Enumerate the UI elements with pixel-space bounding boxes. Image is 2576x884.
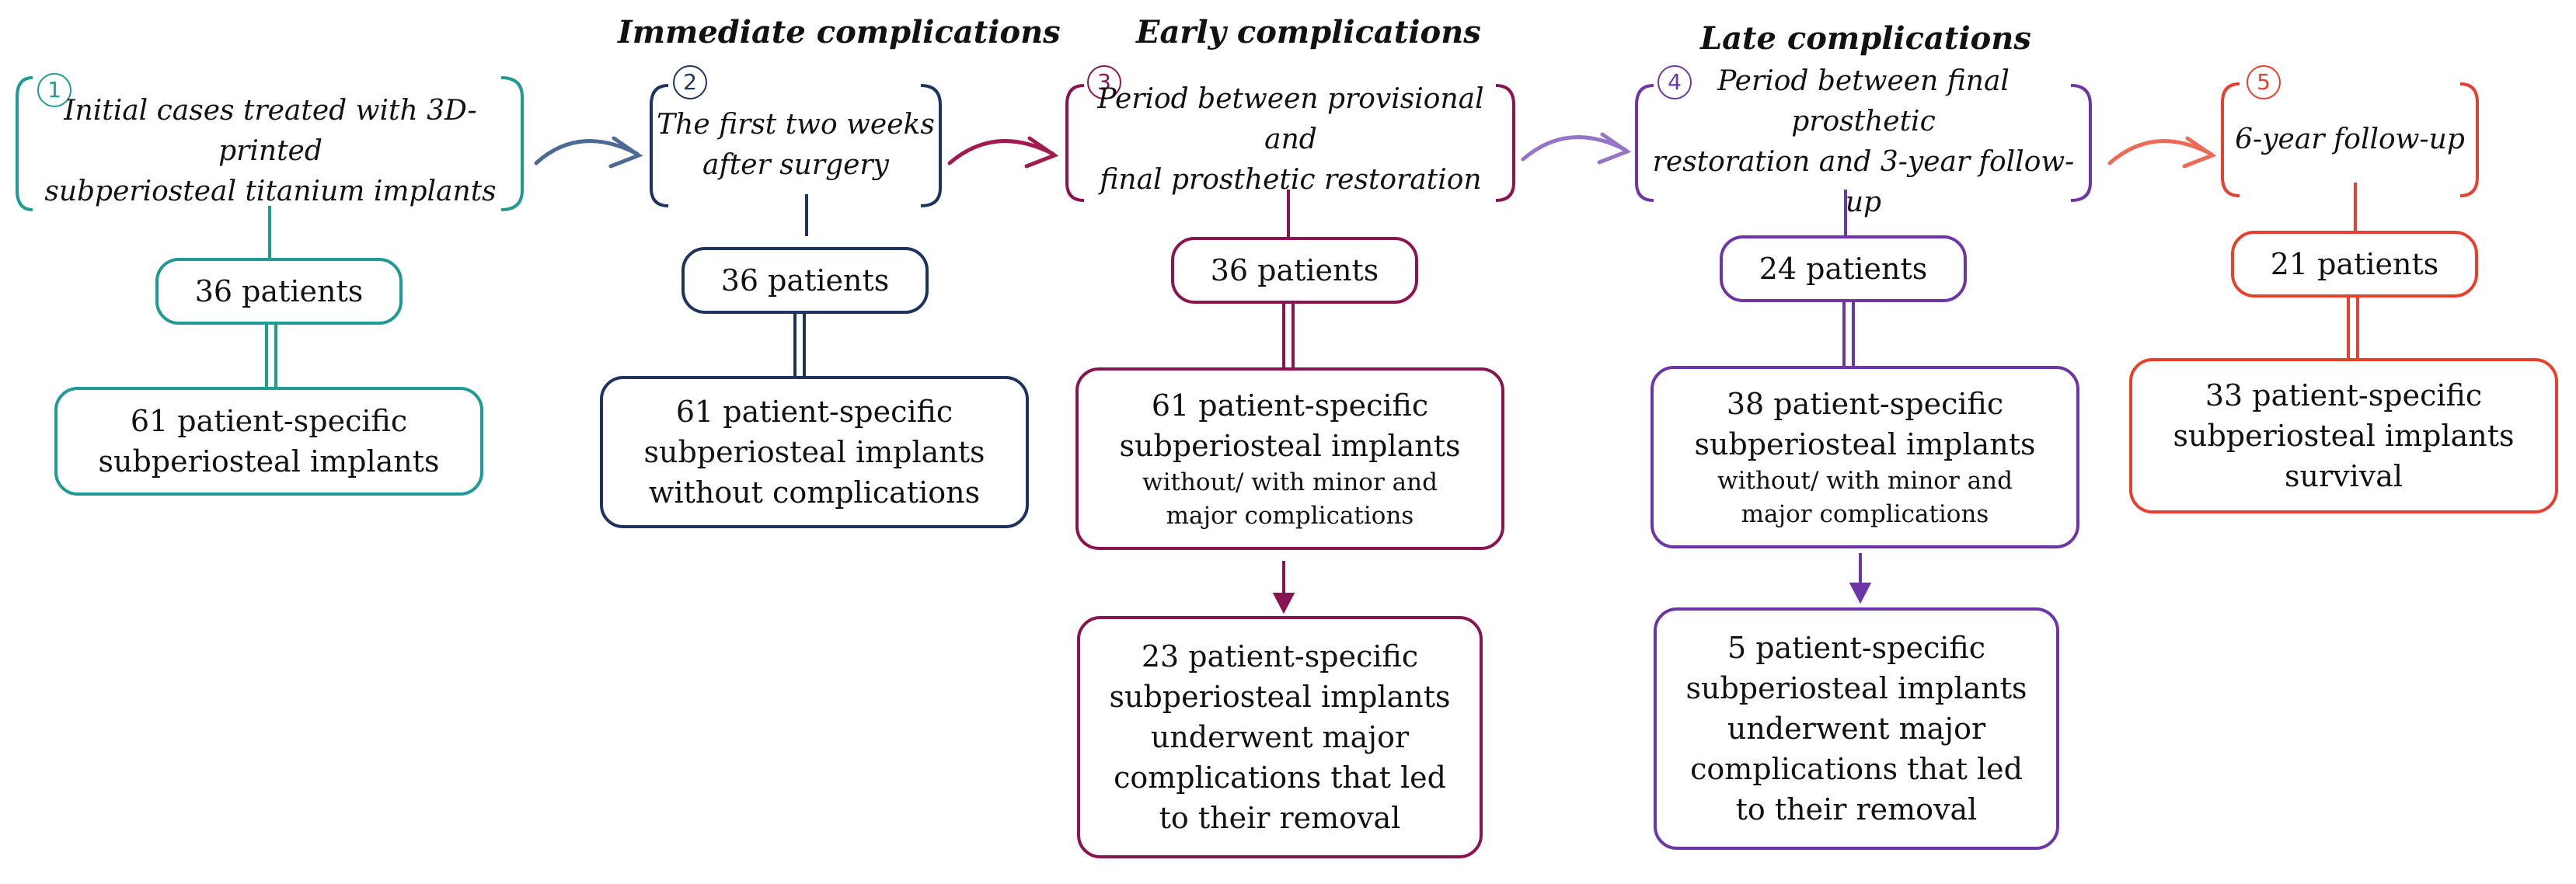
stage-3-number-badge: 3 bbox=[1087, 65, 1121, 99]
stage-4-removal-box: 5 patient-specific subperiosteal implant… bbox=[1654, 607, 2059, 850]
stage-4-implants-box: 38 patient-specific subperiosteal implan… bbox=[1651, 366, 2079, 548]
stage-4-number-badge: 4 bbox=[1657, 65, 1692, 99]
connector-stage-4-single bbox=[1844, 190, 1847, 235]
arrow-3-to-4 bbox=[1521, 132, 1632, 165]
stage-3-bracket bbox=[1065, 84, 1515, 202]
arrow-down-stage-4 bbox=[1849, 553, 1872, 604]
connector-stage-5-single bbox=[2354, 183, 2357, 231]
connector-stage-2-single bbox=[805, 194, 808, 236]
connector-stage-1-double bbox=[265, 325, 277, 387]
stage-3-implants-box: 61 patient-specific subperiosteal implan… bbox=[1075, 367, 1504, 550]
arrow-1-to-2 bbox=[534, 136, 643, 169]
connector-stage-2-double bbox=[793, 314, 806, 376]
stage-5-implants-box: 33 patient-specific subperiosteal implan… bbox=[2129, 358, 2558, 513]
stage-2-implants-box: 61 patient-specific subperiosteal implan… bbox=[600, 376, 1029, 528]
stage-2-bracket bbox=[650, 84, 942, 207]
stage-1-patients-box: 36 patients bbox=[155, 258, 403, 325]
connector-stage-1-single bbox=[268, 206, 271, 258]
stage-3-removal-box: 23 patient-specific subperiosteal implan… bbox=[1077, 616, 1483, 858]
connector-stage-3-double bbox=[1282, 304, 1295, 367]
stage-4-patients-box: 24 patients bbox=[1720, 235, 1967, 302]
stage-1-number-badge: 1 bbox=[37, 73, 71, 107]
stage-5-bracket bbox=[2221, 82, 2479, 197]
connector-stage-3-single bbox=[1287, 190, 1290, 238]
stage-5-patients-box: 21 patients bbox=[2231, 231, 2478, 298]
arrow-down-stage-3 bbox=[1272, 561, 1295, 614]
heading-immediate-complications: Immediate complications bbox=[618, 14, 1061, 50]
stage-1-bracket bbox=[16, 76, 524, 211]
stage-5-period-text: 6-year follow-up bbox=[2235, 124, 2465, 155]
stage-3-patients-box: 36 patients bbox=[1171, 237, 1418, 304]
stage-5-number-badge: 5 bbox=[2247, 65, 2281, 99]
arrow-4-to-5 bbox=[2107, 136, 2217, 169]
heading-late-complications: Late complications bbox=[1700, 20, 2031, 57]
heading-early-complications: Early complications bbox=[1136, 14, 1481, 50]
stage-1-implants-box: 61 patient-specific subperiosteal implan… bbox=[54, 387, 483, 496]
arrow-2-to-3 bbox=[947, 136, 1059, 169]
stage-2-number-badge: 2 bbox=[673, 65, 707, 99]
stage-4-bracket bbox=[1635, 84, 2092, 202]
connector-stage-4-double bbox=[1842, 302, 1855, 366]
stage-2-patients-box: 36 patients bbox=[681, 247, 929, 314]
connector-stage-5-double bbox=[2347, 298, 2359, 358]
